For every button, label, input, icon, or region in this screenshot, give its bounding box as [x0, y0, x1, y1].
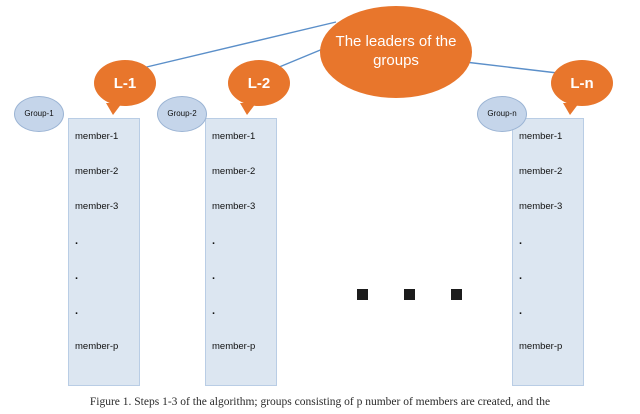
- group-n-member-5: .: [519, 270, 523, 282]
- ellipsis-square-2: [404, 289, 415, 300]
- ellipsis-square-3: [451, 289, 462, 300]
- leader-callout-1: L-1: [94, 60, 156, 115]
- leader-2-tail: [240, 103, 256, 115]
- leaders-hub-label: The leaders of the groups: [335, 33, 457, 69]
- group-1-member-2: member-2: [75, 166, 119, 177]
- group-n-member-3: member-3: [519, 201, 563, 212]
- group-1-member-p: member-p: [75, 341, 119, 352]
- group-label-1-text: Group-1: [24, 109, 54, 119]
- group-column-n: member-1 member-2 member-3 . . . member-…: [512, 118, 584, 386]
- group-2-member-3: member-3: [212, 201, 256, 212]
- group-column-1: member-1 member-2 member-3 . . . member-…: [68, 118, 140, 386]
- group-label-1: Group-1: [14, 96, 64, 132]
- group-2-member-1: member-1: [212, 131, 256, 142]
- leader-1-label: L-1: [113, 74, 137, 92]
- group-1-member-5: .: [75, 270, 79, 282]
- group-n-member-6: .: [519, 305, 523, 317]
- group-1-member-6: .: [75, 305, 79, 317]
- leader-callout-2: L-2: [228, 60, 290, 115]
- leader-n-tail: [563, 103, 579, 115]
- group-2-member-2: member-2: [212, 166, 256, 177]
- group-1-member-3: member-3: [75, 201, 119, 212]
- leader-callout-n: L-n: [551, 60, 613, 115]
- ellipsis-square-1: [357, 289, 368, 300]
- leader-n-label: L-n: [570, 74, 594, 92]
- group-n-member-p: member-p: [519, 341, 563, 352]
- group-2-member-6: .: [212, 305, 216, 317]
- group-2-member-4: .: [212, 235, 216, 247]
- group-label-2: Group-2: [157, 96, 207, 132]
- leader-1-tail: [106, 103, 122, 115]
- leaders-hub-bubble: The leaders of the groups: [320, 6, 472, 98]
- group-label-n: Group-n: [477, 96, 527, 132]
- group-2-member-5: .: [212, 270, 216, 282]
- group-1-member-4: .: [75, 235, 79, 247]
- group-2-member-p: member-p: [212, 341, 256, 352]
- figure-caption: Figure 1. Steps 1-3 of the algorithm; gr…: [89, 396, 551, 408]
- group-label-n-text: Group-n: [487, 109, 517, 119]
- group-1-member-1: member-1: [75, 131, 119, 142]
- leader-2-label: L-2: [247, 74, 271, 92]
- group-n-member-2: member-2: [519, 166, 563, 177]
- group-column-2: member-1 member-2 member-3 . . . member-…: [205, 118, 277, 386]
- group-n-member-4: .: [519, 235, 523, 247]
- connector-hub-to-leader-1: [133, 21, 337, 71]
- group-n-member-1: member-1: [519, 131, 563, 142]
- connector-hub-to-leader-n: [464, 61, 567, 75]
- group-label-2-text: Group-2: [167, 109, 197, 119]
